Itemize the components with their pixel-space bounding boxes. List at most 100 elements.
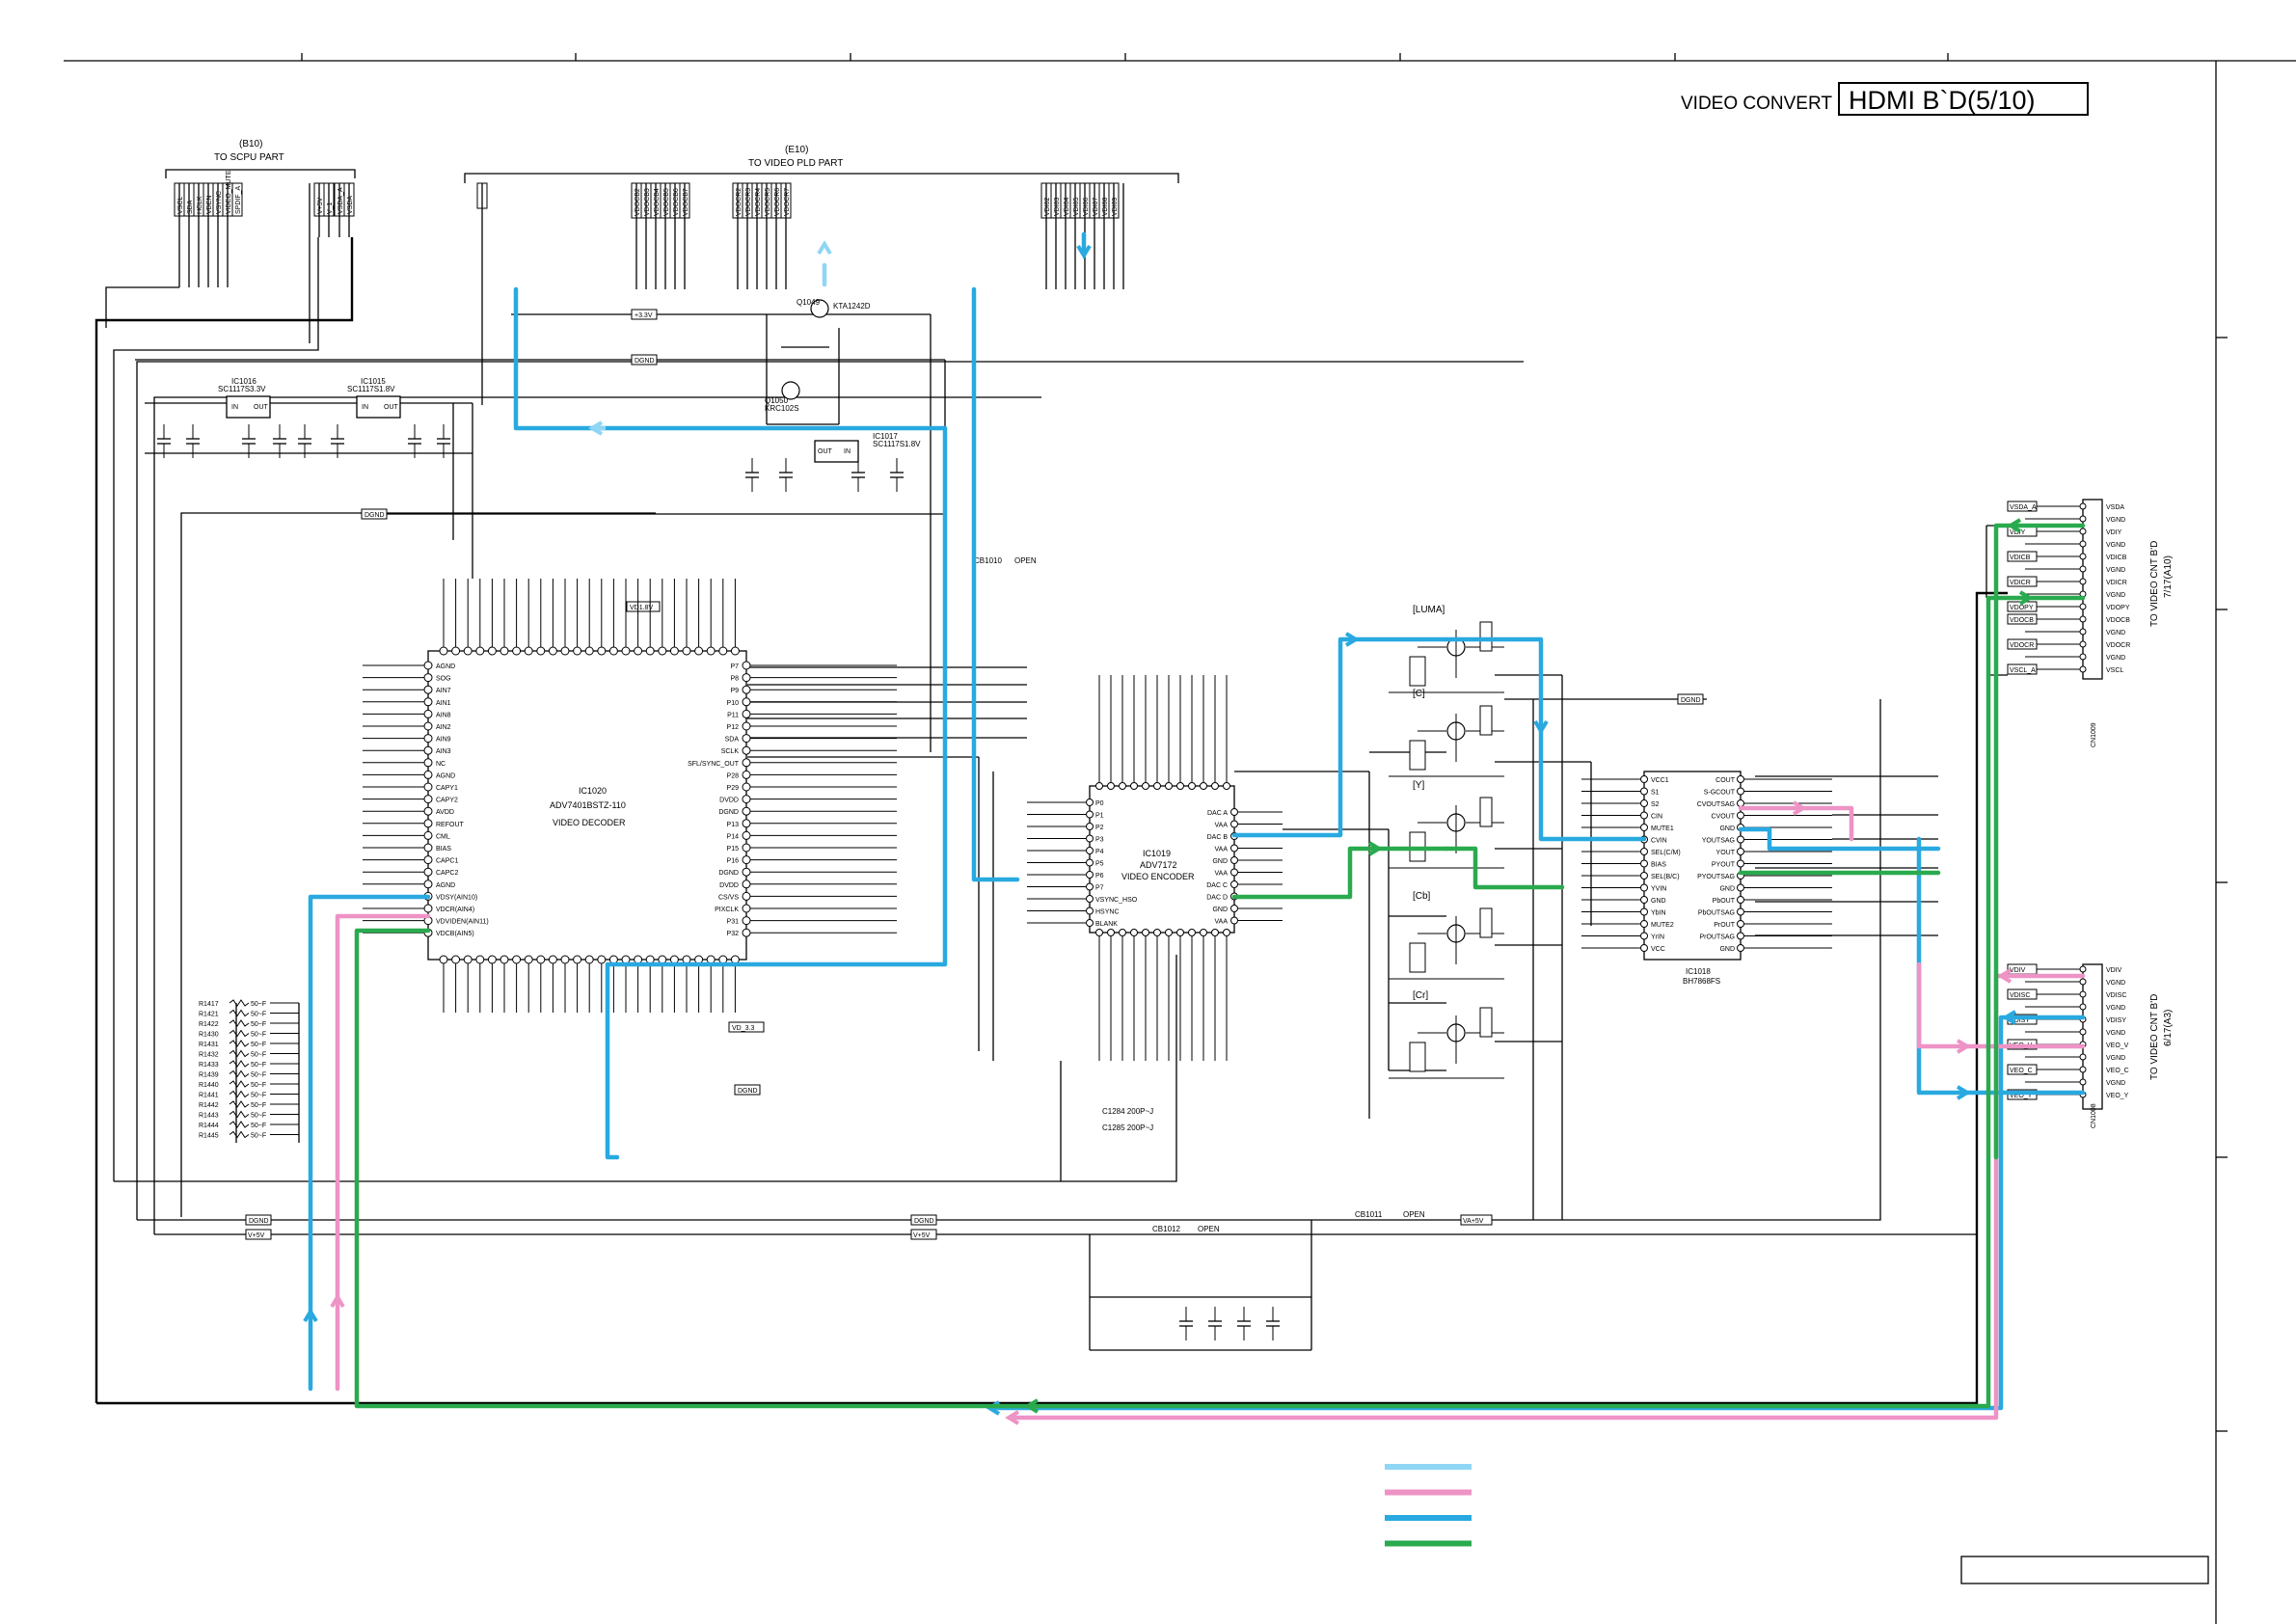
decoder-right-pin-label: P15	[727, 846, 740, 853]
e10-pin-label: VDI04	[1064, 197, 1070, 216]
decoder-left-pin-label: AIN9	[436, 737, 451, 744]
driver-right-pin-label: YOUT	[1716, 850, 1736, 856]
decoder-right-pin-label: P14	[727, 833, 740, 840]
svg-text:OUT: OUT	[384, 404, 399, 411]
decoder-pin	[742, 709, 751, 718]
e10-pin-label: VDI08	[1102, 197, 1109, 216]
decoder-pin	[423, 782, 433, 792]
svg-text:SC1117S1.8V: SC1117S1.8V	[873, 440, 921, 448]
decoder-left-pin-label: BIAS	[436, 846, 451, 853]
decoder-pin	[423, 795, 433, 804]
decoder-right-pin-label: SDA	[725, 737, 740, 744]
b10-pin-label: VSCL	[177, 197, 184, 214]
decoder-pin	[742, 661, 751, 670]
decoder-pin	[423, 721, 433, 731]
driver-right-pin-label: PYOUTSAG	[1697, 874, 1735, 880]
e10-pin-label: VDOCB2	[635, 188, 641, 216]
svg-text:CB1010: CB1010	[974, 556, 1002, 565]
e10-pin-label: VDI02	[1044, 197, 1051, 216]
svg-text:+3.3V: +3.3V	[635, 312, 653, 319]
path-blue-left-return	[308, 894, 431, 1392]
e10-pin-label: VDOCB3	[644, 188, 651, 216]
decoder-pin	[742, 916, 751, 926]
stage-resistor	[1409, 740, 1426, 771]
decoder-left-pin-label: REFOUT	[436, 822, 465, 828]
connector-net-label: VDIY	[2010, 529, 2026, 536]
decoder-left-pin-label: AGND	[436, 882, 455, 889]
connector-net-box	[2007, 988, 2038, 1000]
resistor-value: 50~F	[251, 1072, 266, 1079]
decoder-left-pin-label: VDCB(AIN5)	[436, 931, 474, 937]
connector-pin-label: VGND	[2106, 655, 2125, 662]
e10-pin-label: VDOCR5	[765, 188, 771, 216]
connector-pin-label: VEO_Y	[2106, 1093, 2129, 1099]
decoder-left-pin-label: AIN2	[436, 724, 451, 731]
cn1009-ref: 7/17(A10)	[2163, 555, 2174, 598]
encoder-left-pin-label: P4	[1095, 849, 1104, 855]
connector-net-label: VDOCR	[2010, 642, 2034, 649]
wiring	[95, 183, 2008, 1405]
decoder-left-pin-label: AIN7	[436, 688, 451, 694]
decoder-pin	[742, 843, 751, 853]
driver-right-pin-label: COUT	[1715, 777, 1736, 784]
connector-net-label: VDOCB	[2010, 617, 2034, 624]
decoder-right-pin-label: DVDD	[719, 798, 739, 804]
svg-text:C1285 200P~J: C1285 200P~J	[1102, 1123, 1153, 1132]
svg-text:DGND: DGND	[365, 512, 385, 519]
path-green	[354, 595, 2086, 1409]
stage-resistor	[1409, 1042, 1426, 1072]
connector-pin-label: VGND	[2106, 567, 2125, 574]
driver-right-pin-label: GND	[1719, 886, 1735, 893]
stage-label: [Y]	[1413, 780, 1424, 791]
connector-pin-label: VGND	[2106, 980, 2125, 987]
driver-left-pin-label: VCC	[1651, 946, 1665, 953]
decoder-pin	[423, 745, 433, 755]
driver-left-pin-label: SEL(C/M)	[1651, 850, 1681, 856]
connector-net-label: VEO_Y	[2010, 1093, 2033, 1099]
encoder-right-pin-label: VAA	[1215, 871, 1229, 878]
cn1009-connector: VSDAVSDA_AVGNDVDIYVDIYVGNDVDICBVDICBVGND…	[2007, 499, 2174, 747]
connector-net-box	[2007, 663, 2038, 675]
decoder-left-pin-label: AIN8	[436, 712, 451, 718]
b10-ref: (B10)	[239, 139, 262, 149]
connector-pin-label: VDIV	[2106, 967, 2122, 974]
e10-pin-label: VDI05	[1073, 197, 1080, 216]
encoder-bottom-caps: C1284 200P~J C1285 200P~J	[1102, 1107, 1153, 1132]
decoder-left-pin-label: AVDD	[436, 809, 454, 816]
decoder-left-pin-label: AIN3	[436, 748, 451, 755]
svg-text:IC1018: IC1018	[1686, 967, 1711, 976]
revision-box	[1960, 1556, 2209, 1584]
connector-pin-label: VDISC	[2106, 992, 2126, 999]
encoder-left-pin-label: P1	[1095, 813, 1104, 820]
encoder-left-pin-label: P2	[1095, 825, 1104, 831]
decoder-pin	[423, 673, 433, 683]
resistor-value: 50~F	[251, 1042, 266, 1048]
e10-pin-label: VDI03	[1054, 197, 1061, 216]
svg-text:VD_3.3: VD_3.3	[732, 1025, 754, 1032]
connector-pin-label: VGND	[2106, 592, 2125, 599]
decoder-right-pin-label: P12	[727, 724, 740, 731]
stage-resistor	[1479, 705, 1493, 736]
decoder-left-pin-label: CML	[436, 833, 450, 840]
decoder-right-pin-label: P28	[727, 772, 740, 779]
decoder-pin	[742, 904, 751, 913]
connector-pin-label: VDOPY	[2106, 605, 2130, 611]
driver-right-pin-label: PbOUTSAG	[1698, 910, 1735, 917]
decoder-pin	[742, 855, 751, 865]
decoder-right-pin-label: P9	[730, 688, 739, 694]
e10-name: TO VIDEO PLD PART	[748, 158, 843, 169]
decoder-right-pin-label: SFL/SYNC_OUT	[688, 761, 740, 768]
connector-pin-label: VDOCR	[2106, 642, 2130, 649]
decoder-pin	[423, 685, 433, 694]
resistor-value: 50~F	[251, 1093, 266, 1099]
output-stages: [LUMA][C][Y][Cb][Cr]	[1389, 605, 1504, 1079]
decoder-right-pin-label: P29	[727, 785, 740, 792]
stage-resistor	[1479, 1007, 1493, 1038]
decoder-pin	[742, 880, 751, 889]
cn1008-connector: VDIVVDIVVGNDVDISCVDISCVGNDVDISYVDISYVGND…	[2007, 963, 2174, 1128]
connector-net-label: VDIV	[2010, 967, 2026, 974]
svg-text:CN1008: CN1008	[2091, 1103, 2097, 1128]
